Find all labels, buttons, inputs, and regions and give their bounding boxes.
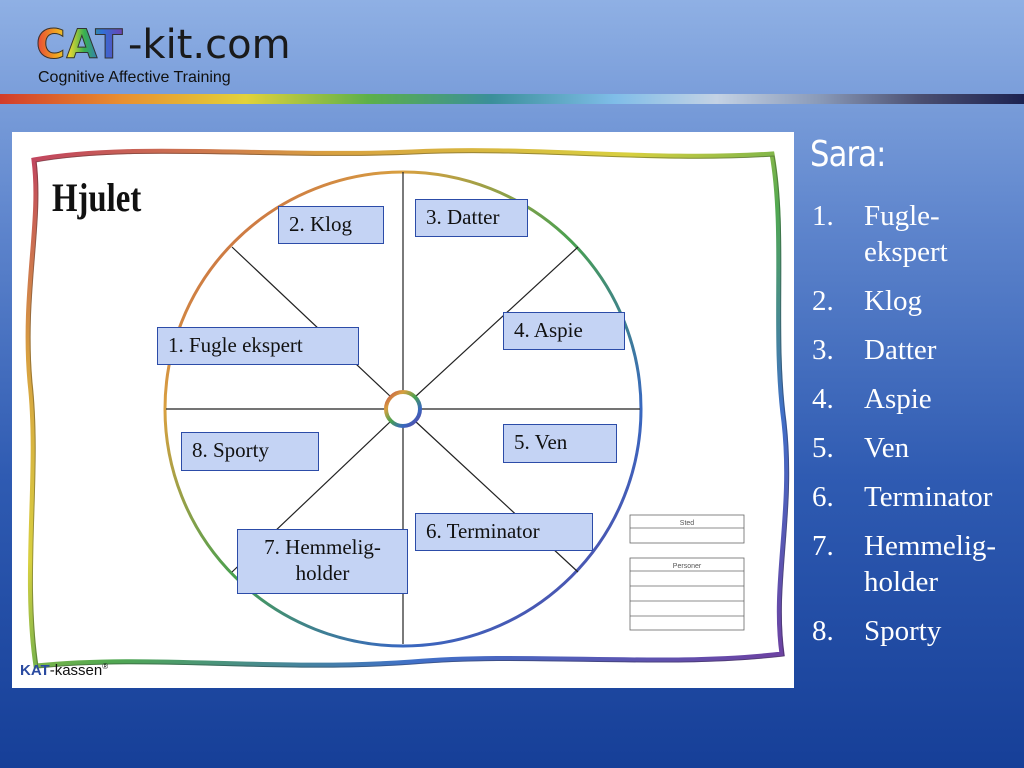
kat-suffix: -kassen [49, 662, 103, 679]
kat-brand: KAT [20, 662, 50, 679]
trait-list-item: 5. Ven [812, 430, 1024, 466]
wheel-label-7: 7. Hemmelig- holder [237, 529, 408, 594]
trait-list-item: 4. Aspie [812, 381, 1024, 417]
trait-number: 8. [812, 615, 834, 647]
trait-text: Sporty [864, 615, 942, 647]
wheel-label-5: 5. Ven [503, 424, 617, 463]
kat-kassen-logo: KAT-kassen® [20, 662, 108, 679]
trait-number: 1. [812, 200, 834, 232]
trait-text: Hemmelig- [864, 530, 997, 562]
board-title: Hjulet [52, 175, 142, 220]
trait-list: 1. Fugle-ekspert 2. Klog 3. Datter 4. Aspie 5. Ve… [812, 198, 1024, 662]
sted-label: Sted [680, 520, 695, 527]
board-frame [25, 148, 790, 669]
wheel-label-4: 4. Aspie [503, 312, 625, 350]
wheel-label-2: 2. Klog [278, 206, 384, 244]
rainbow-divider [0, 94, 1024, 104]
trait-number: 3. [812, 334, 834, 366]
trait-number: 5. [812, 432, 834, 464]
trait-number: 4. [812, 383, 834, 415]
trait-list-item: 3. Datter [812, 332, 1024, 368]
trait-text: Aspie [864, 383, 932, 415]
trait-text: Ven [864, 432, 910, 464]
trait-text: ekspert [864, 236, 948, 268]
trait-list-item: 7. Hemmelig-holder [812, 528, 1024, 600]
trait-text: Datter [864, 334, 937, 366]
personer-form [629, 557, 745, 631]
registered-mark: ® [102, 662, 109, 671]
logo-cat-text: CAT [36, 22, 124, 69]
trait-list-item: 1. Fugle-ekspert [812, 198, 1024, 270]
trait-number: 7. [812, 530, 834, 562]
wheel-board: Sted Personer Hjulet 1. Fugle ekspert 2.… [12, 132, 794, 688]
sted-form [629, 514, 745, 544]
wheel-board-graphics: Sted Personer [25, 148, 790, 669]
trait-text: Terminator [864, 481, 993, 513]
trait-number: 2. [812, 285, 834, 317]
trait-text: holder [864, 566, 939, 598]
wheel-label-7-line-1: 7. Hemmelig- [264, 535, 381, 559]
wheel-label-1: 1. Fugle ekspert [157, 327, 359, 365]
trait-list-item: 8. Sporty [812, 613, 1024, 649]
wheel-hub [384, 390, 422, 428]
personer-label: Personer [673, 563, 702, 570]
trait-text: Fugle- [864, 200, 940, 232]
logo-domain-text: -kit.com [128, 22, 291, 68]
sidebar-title: Sara: [810, 134, 886, 175]
wheel-label-7-line-2: holder [295, 561, 350, 585]
wheel-spokes [166, 172, 640, 644]
logo-tagline: Cognitive Affective Training [38, 69, 231, 86]
trait-list-item: 6. Terminator [812, 479, 1024, 515]
trait-list-item: 2. Klog [812, 283, 1024, 319]
cat-kit-logo: CAT -kit.com Cognitive Affective Trainin… [36, 20, 306, 92]
wheel-label-3: 3. Datter [415, 199, 528, 237]
wheel-label-8: 8. Sporty [181, 432, 319, 471]
trait-text: Klog [864, 285, 922, 317]
trait-number: 6. [812, 481, 834, 513]
wheel-label-6: 6. Terminator [415, 513, 593, 551]
